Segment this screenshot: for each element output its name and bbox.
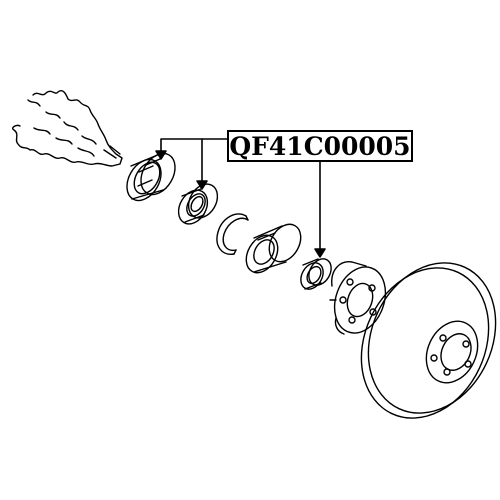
outer-dust-seal: [126, 152, 176, 202]
wheel-bearing: [245, 223, 302, 274]
part-number-label: QF41C00005: [227, 130, 413, 162]
wheel-hub: [329, 261, 387, 335]
inner-bearing-ring: [300, 258, 332, 290]
leader-lines: [155, 138, 326, 258]
brake-disc: [360, 262, 497, 419]
outer-bearing-ring: [177, 183, 219, 225]
snap-ring: [216, 213, 249, 255]
drive-shaft: [11, 90, 123, 167]
